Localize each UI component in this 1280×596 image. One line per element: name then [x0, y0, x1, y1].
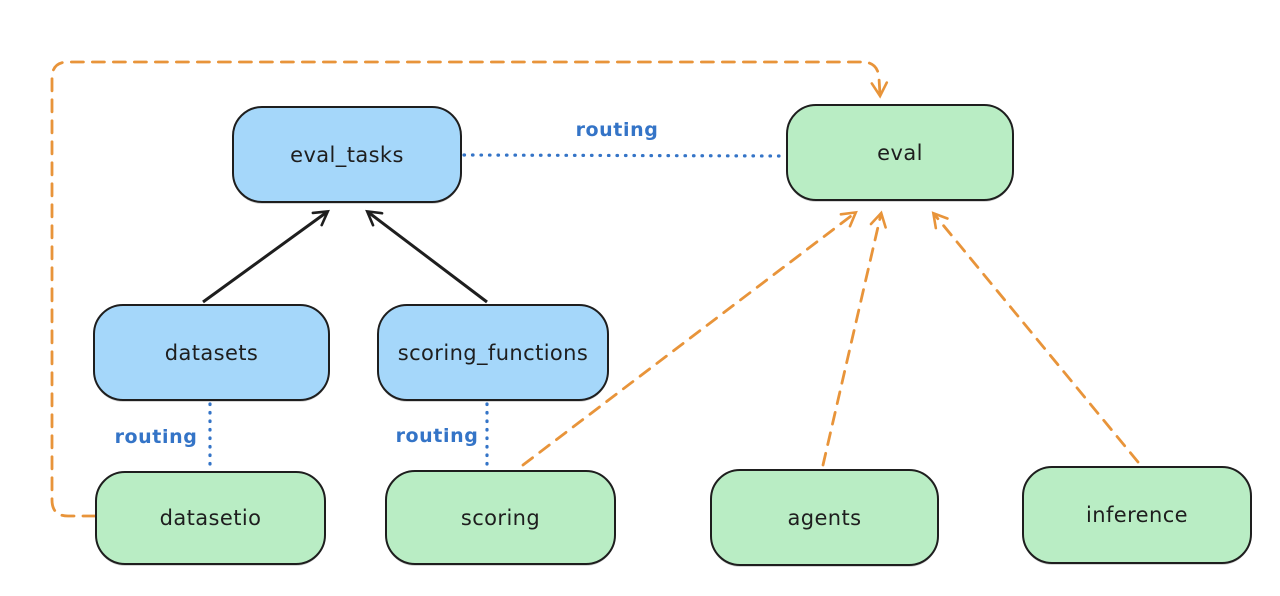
node-scoring-label: scoring — [460, 505, 541, 530]
node-inference-label: inference — [1086, 503, 1188, 527]
node-eval-tasks-label: eval_tasks — [290, 142, 404, 167]
node-scoring-functions-label: scoring_functions — [397, 340, 589, 365]
node-datasetio: datasetio — [95, 471, 326, 565]
edge-label-routing-eval-tasks-eval: routing — [575, 119, 659, 141]
node-datasets: datasets — [93, 304, 330, 401]
edge-inference-to-eval — [931, 211, 1140, 464]
node-eval: eval — [786, 104, 1014, 201]
edge-scoring-to-eval — [521, 210, 858, 467]
edge-label-routing-datasets-datasetio: routing — [114, 426, 198, 448]
edge-agents-to-eval — [821, 210, 887, 467]
node-scoring-functions: scoring_functions — [377, 304, 609, 401]
edge-datasetio-to-eval — [50, 60, 889, 518]
node-scoring: scoring — [385, 470, 616, 565]
edge-scoring-functions-to-eval-tasks — [365, 209, 488, 304]
node-inference: inference — [1022, 466, 1252, 564]
edge-datasets-to-eval-tasks — [202, 209, 330, 304]
edge-eval-tasks-to-eval-routing — [462, 153, 785, 158]
node-eval-tasks: eval_tasks — [232, 106, 462, 203]
edge-label-routing-scoring-functions-scoring: routing — [395, 425, 479, 447]
node-datasets-label: datasets — [164, 340, 259, 365]
node-agents: agents — [710, 469, 939, 566]
node-eval-label: eval — [877, 140, 923, 165]
node-datasetio-label: datasetio — [159, 506, 262, 530]
node-agents-label: agents — [787, 505, 862, 530]
